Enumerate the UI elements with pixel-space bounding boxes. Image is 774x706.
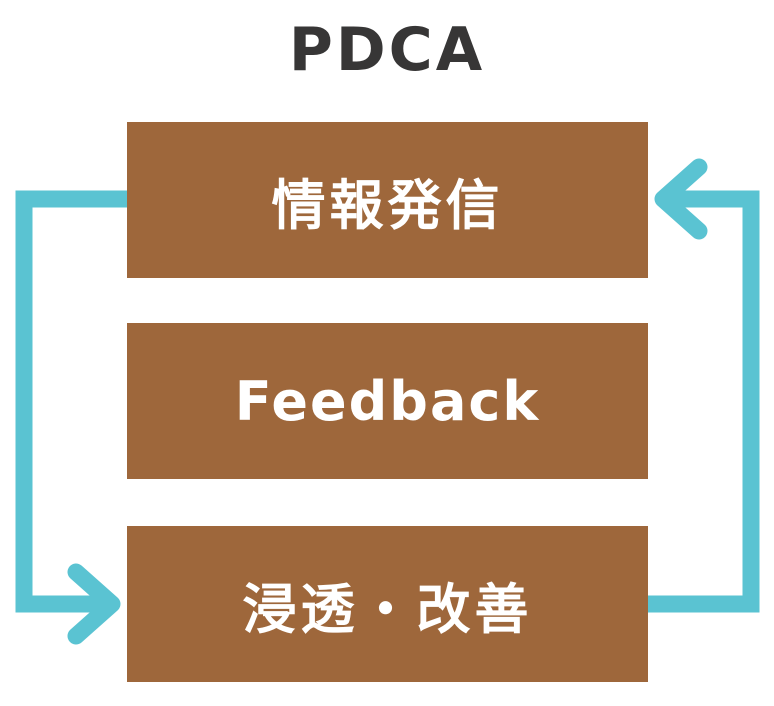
diagram-title: PDCA xyxy=(288,15,486,85)
step-box-information: 情報発信 xyxy=(127,122,648,278)
step-label-information: 情報発信 xyxy=(271,173,504,237)
step-box-feedback: Feedback xyxy=(127,323,648,479)
step-label-improvement: 浸透・改善 xyxy=(242,577,533,641)
right-cycle-arrow xyxy=(648,158,760,613)
left-cycle-arrow xyxy=(15,190,127,645)
step-label-feedback: Feedback xyxy=(234,369,541,433)
step-box-improvement: 浸透・改善 xyxy=(127,526,648,682)
